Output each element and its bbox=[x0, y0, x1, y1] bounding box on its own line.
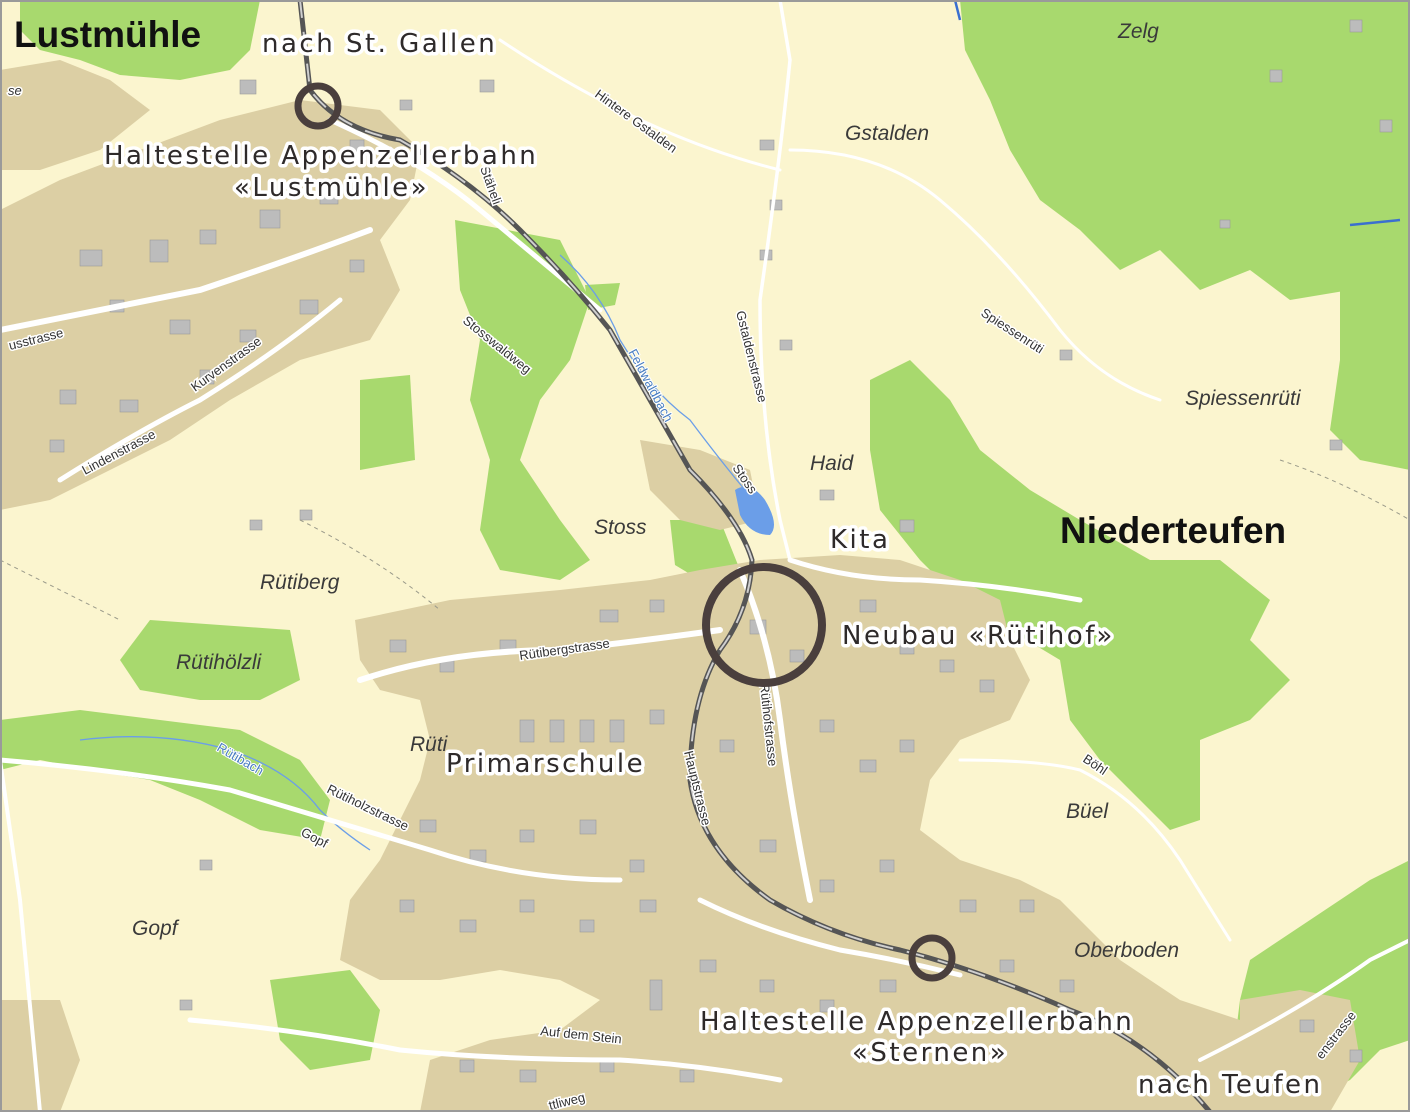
callout-nach-teufen: nach Teufen bbox=[1138, 1070, 1323, 1100]
water-bodies bbox=[79, 0, 1401, 851]
marker-neubau-ruetihof[interactable] bbox=[702, 563, 826, 687]
place-ruetiberg: Rütiberg bbox=[260, 571, 340, 594]
marker-lustmuehle-station[interactable] bbox=[294, 82, 342, 130]
railway bbox=[297, 0, 1212, 1112]
callout-haltestelle-sternen-line1: Haltestelle Appenzellerbahn bbox=[700, 1007, 1134, 1037]
marker-sternen-station[interactable] bbox=[908, 934, 956, 982]
callout-kita: Kita bbox=[830, 525, 890, 555]
buildings bbox=[49, 19, 1393, 1083]
markers bbox=[294, 82, 956, 982]
place-spiessenrueti: Spiessenrüti bbox=[1185, 387, 1302, 410]
callout-labels: nach St. Gallen Haltestelle Appenzellerb… bbox=[101, 26, 1324, 1104]
callout-haltestelle-lustmuehle-line2: «Lustmühle» bbox=[234, 173, 429, 203]
place-haid: Haid bbox=[810, 452, 855, 475]
callout-neubau-ruetihof: Neubau «Rütihof» bbox=[842, 621, 1115, 651]
footpaths bbox=[0, 459, 1410, 621]
callout-nach-st-gallen: nach St. Gallen bbox=[262, 29, 497, 59]
place-zelg: Zelg bbox=[1117, 20, 1159, 43]
callout-primarschule: Primarschule bbox=[446, 749, 645, 779]
place-oberboden: Oberboden bbox=[1074, 939, 1179, 962]
place-ruetiholzli: Rütihölzli bbox=[176, 651, 263, 674]
place-gstalden: Gstalden bbox=[845, 122, 929, 145]
callout-haltestelle-sternen-line2: «Sternen» bbox=[852, 1038, 1008, 1068]
place-bueel: Büel bbox=[1066, 800, 1109, 823]
callout-haltestelle-lustmuehle-line1: Haltestelle Appenzellerbahn bbox=[104, 141, 538, 171]
place-rueti: Rüti bbox=[410, 733, 449, 756]
place-stoss: Stoss bbox=[594, 516, 647, 539]
place-lustmuehle: Lustmühle bbox=[14, 14, 201, 55]
place-niederteufen: Niederteufen bbox=[1060, 510, 1286, 551]
place-gopf: Gopf bbox=[132, 917, 180, 940]
place-names: Lustmühle Niederteufen Zelg Gstalden Spi… bbox=[14, 14, 1302, 962]
street-se: se bbox=[8, 83, 22, 98]
